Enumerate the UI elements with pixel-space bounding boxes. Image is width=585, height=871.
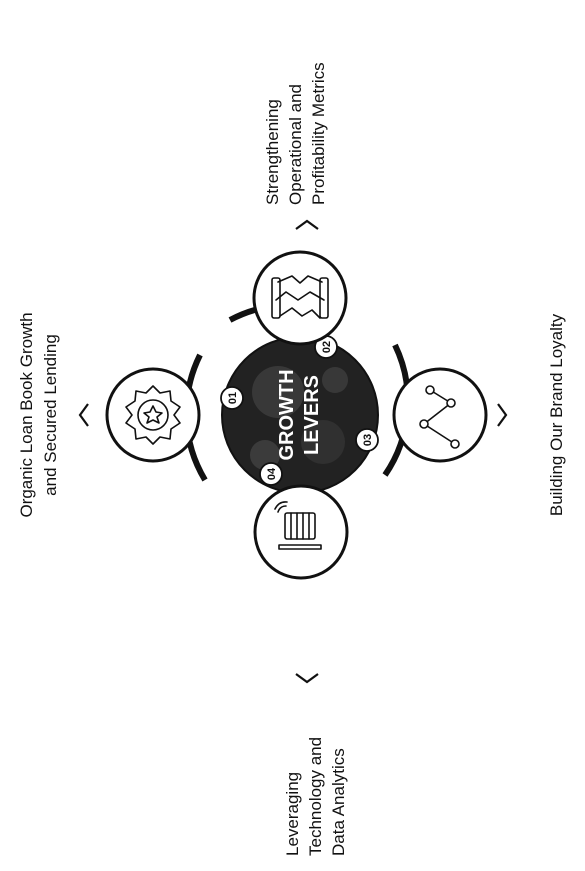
chevron-left-icon (78, 403, 89, 427)
center-hub: GROWTH LEVERS (221, 336, 379, 494)
lever-03-icon-circle (392, 367, 488, 463)
lever-04-label-line3: Data Analytics (329, 748, 348, 856)
technology-device-icon (274, 501, 322, 550)
lever-02-label-line1: Strengthening (263, 99, 282, 205)
lever-03-label-line1: Building Our Brand Loyalty (547, 313, 566, 516)
chevron-right-icon (497, 403, 508, 427)
lever-02-icon-circle (252, 250, 348, 346)
lever-01-label-line1: Organic Loan Book Growth (17, 312, 36, 517)
chevron-down-icon (295, 673, 319, 684)
badge-04: 04 (259, 462, 283, 486)
chevron-up-icon (295, 219, 319, 230)
lever-04-label-line1: Leveraging (283, 772, 302, 856)
lever-02-label-line2: Operational and (286, 84, 305, 205)
handshake-icon (271, 275, 329, 319)
lever-01-label: Organic Loan Book Growth and Secured Len… (17, 312, 60, 517)
lever-04-label-line2: Technology and (306, 737, 325, 856)
badge-02-number: 02 (321, 341, 333, 353)
badge-01: 01 (220, 386, 244, 410)
lever-04-label: Leveraging Technology and Data Analytics (283, 737, 348, 856)
network-nodes-icon (419, 385, 460, 449)
badge-03: 03 (355, 428, 379, 452)
lever-01-label-line2: and Secured Lending (41, 334, 60, 496)
lever-02-label-line3: Profitability Metrics (309, 62, 328, 205)
lever-04-icon-circle (253, 484, 349, 580)
badge-03-number: 03 (362, 434, 374, 446)
center-title-line2: LEVERS (301, 375, 323, 455)
badge-01-number: 01 (227, 392, 239, 404)
lever-01-icon-circle (105, 367, 201, 463)
lever-02-label: Strengthening Operational and Profitabil… (263, 62, 328, 205)
lever-03-label: Building Our Brand Loyalty (547, 313, 566, 516)
award-badge-icon (125, 385, 181, 445)
badge-04-number: 04 (266, 467, 278, 480)
center-title-line1: GROWTH (276, 369, 298, 460)
